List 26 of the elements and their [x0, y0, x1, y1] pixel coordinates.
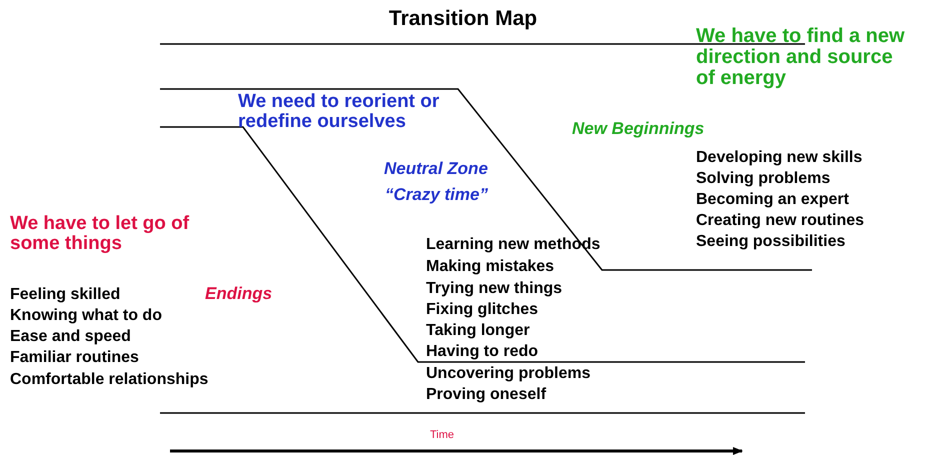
note-text: We have to find a new direction and source of energy	[696, 26, 906, 89]
note-text: We need to reorient or redefine ourselves	[238, 92, 440, 132]
note-text: We have to let go of some things	[10, 214, 190, 254]
list-item: Ease and speed	[10, 329, 131, 346]
stage-label: Neutral Zone	[384, 160, 488, 178]
list-item: Proving oneself	[426, 387, 546, 404]
list-item: Creating new routines	[696, 213, 864, 230]
list-item: Feeling skilled	[10, 287, 120, 304]
stage-label: Endings	[205, 285, 272, 303]
list-item: Knowing what to do	[10, 308, 162, 325]
list-item: Making mistakes	[426, 259, 554, 276]
list-item: Seeing possibilities	[696, 234, 846, 251]
list-item: Comfortable relationships	[10, 372, 208, 389]
stage-label: New Beginnings	[572, 120, 704, 138]
list-item: Trying new things	[426, 281, 562, 298]
list-item: Fixing glitches	[426, 302, 538, 319]
axis-label: Time	[430, 430, 454, 442]
list-item: Uncovering problems	[426, 366, 590, 383]
list-item: Taking longer	[426, 323, 530, 340]
diagram-title: Transition Map	[388, 8, 538, 30]
list-item: Becoming an expert	[696, 192, 849, 209]
list-item: Having to redo	[426, 344, 538, 361]
list-item: Developing new skills	[696, 150, 862, 167]
stage-label: “Crazy time”	[385, 186, 488, 204]
list-item: Solving problems	[696, 171, 830, 188]
list-item: Familiar routines	[10, 350, 139, 367]
